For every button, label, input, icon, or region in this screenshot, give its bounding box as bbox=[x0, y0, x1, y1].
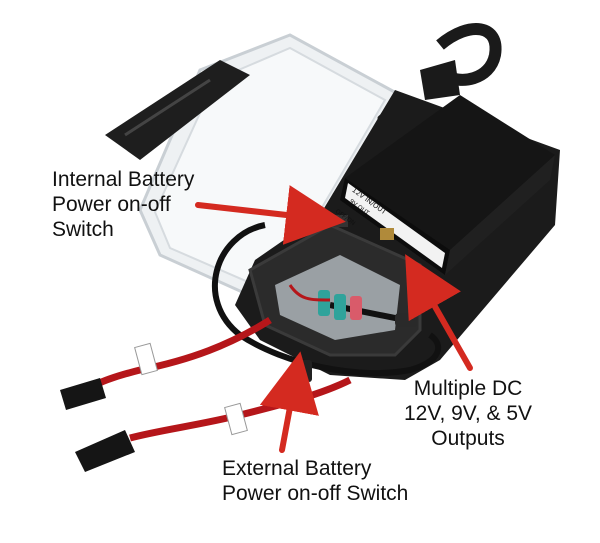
spade-connectors bbox=[318, 290, 362, 320]
dc-plug-internal bbox=[395, 313, 417, 327]
dc-plug-upper bbox=[60, 378, 106, 410]
external-switch-line-2: Power on-off Switch bbox=[222, 482, 409, 505]
annotation-arrows bbox=[195, 185, 473, 453]
battery-label-strip bbox=[345, 183, 445, 268]
lanyard-mount bbox=[420, 60, 460, 100]
dc-plug-lower bbox=[75, 430, 135, 472]
arrow-internal-switch bbox=[195, 185, 346, 245]
external-switch-line-1: External Battery bbox=[222, 457, 372, 480]
cable-tag-upper bbox=[134, 342, 158, 376]
external-switch-label: External Battery Power on-off Switch bbox=[222, 456, 408, 506]
dc-outputs-line-2: 12V, 9V, & 5V bbox=[404, 402, 533, 425]
lanyard-strap bbox=[436, 23, 502, 86]
arrow-external-switch bbox=[259, 351, 319, 453]
arrow-dc-outputs bbox=[405, 254, 473, 371]
internal-switch-label: Internal Battery Power on-off Switch bbox=[52, 167, 194, 242]
dc-outputs-label: Multiple DC 12V, 9V, & 5V Outputs bbox=[404, 376, 532, 451]
internal-switch-line-2: Power on-off bbox=[52, 193, 171, 216]
dc-outputs-line-3: Outputs bbox=[431, 427, 505, 450]
dc-outputs-line-1: Multiple DC bbox=[413, 377, 523, 400]
red-cable-upper bbox=[93, 317, 272, 389]
lid-latch bbox=[105, 60, 250, 160]
internal-switch-line-1: Internal Battery bbox=[52, 168, 195, 191]
latch-ridge bbox=[124, 78, 211, 137]
cable-tag-lower bbox=[224, 402, 248, 436]
internal-switch-line-3: Switch bbox=[52, 218, 114, 241]
dc-output-port bbox=[380, 228, 394, 240]
red-wire-internal bbox=[288, 284, 331, 302]
battery-pack bbox=[330, 95, 555, 275]
